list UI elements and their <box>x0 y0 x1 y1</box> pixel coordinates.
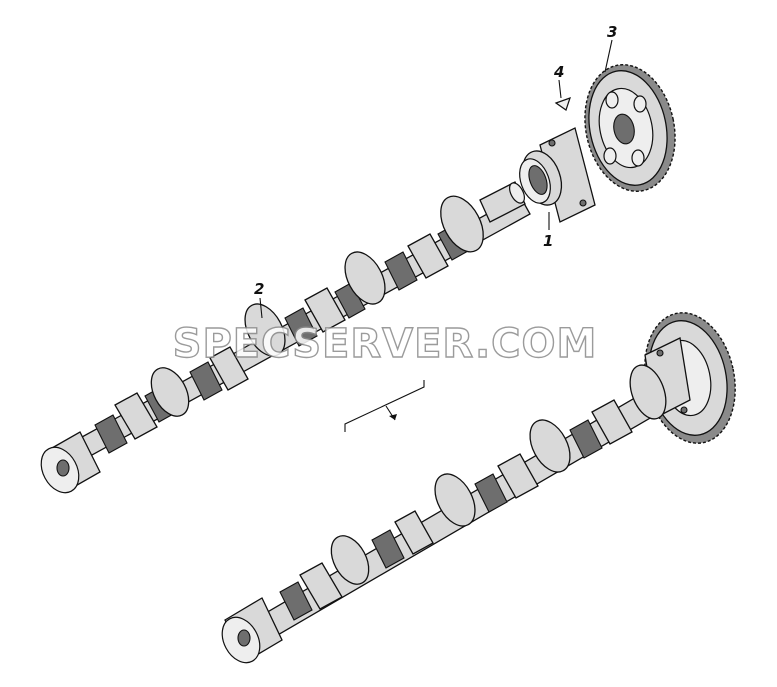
callout-2: 2 <box>254 280 264 298</box>
watermark-text: SPECSERVER.COM <box>173 321 598 367</box>
camshaft-upper-end-journal <box>40 431 101 494</box>
camshaft-assembled-gear <box>629 312 736 444</box>
camshaft-assembled-end-journal <box>221 597 283 664</box>
assembly-arrow <box>344 380 425 432</box>
camshaft-upper-lobes <box>94 195 484 454</box>
woodruff-key <box>554 97 571 111</box>
camshaft-upper <box>40 181 531 494</box>
camshaft-gear <box>584 64 676 192</box>
leader-lines <box>259 39 613 319</box>
callout-3: 3 <box>607 23 617 41</box>
callout-1: 1 <box>543 232 553 250</box>
callout-4: 4 <box>553 63 564 81</box>
camshaft-assembled <box>221 312 736 664</box>
camshaft-assembled-lobes <box>279 399 633 621</box>
thrust-flange <box>519 127 596 223</box>
